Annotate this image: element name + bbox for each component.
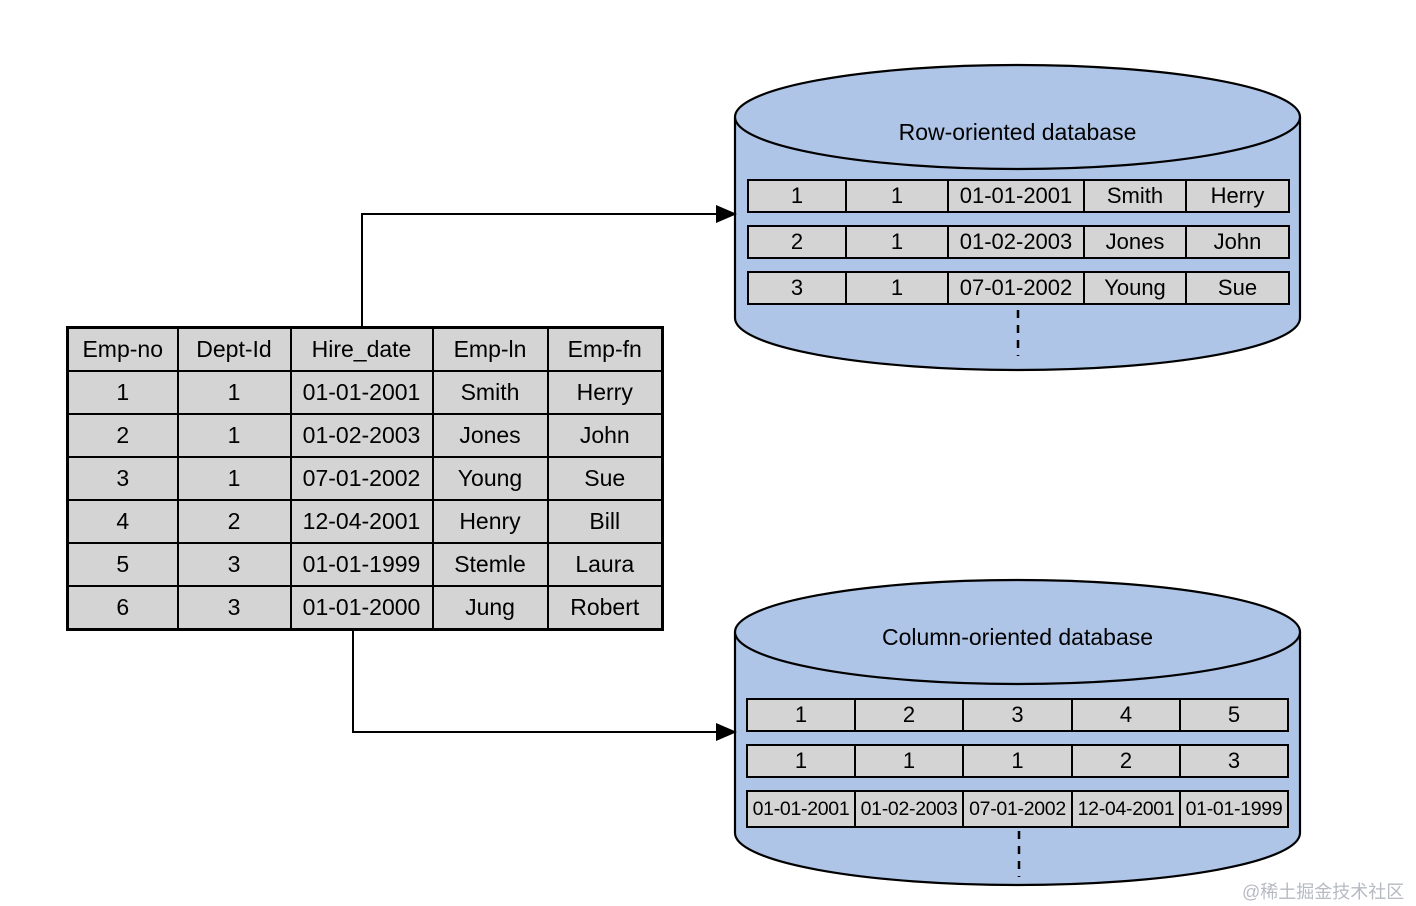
col-db-cylinder-top <box>733 578 1302 686</box>
employee-cell: 01-01-2000 <box>289 585 434 631</box>
row-db-cell: 01-02-2003 <box>947 225 1085 259</box>
employee-cell: Stemle <box>431 542 549 587</box>
employee-cell: 3 <box>176 585 292 631</box>
row-db-cell: 1 <box>845 225 949 259</box>
employee-header-cell: Emp-ln <box>431 326 549 372</box>
employee-cell: 2 <box>66 413 179 458</box>
row-db-cell: 1 <box>845 179 949 213</box>
row-db-cell: John <box>1185 225 1290 259</box>
employee-cell: 1 <box>176 456 292 501</box>
row-db-cell: Smith <box>1083 179 1187 213</box>
employee-cell: Laura <box>546 542 664 587</box>
row-db-cell: 01-01-2001 <box>947 179 1085 213</box>
employee-cell: Henry <box>431 499 549 544</box>
col-db-cell: 1 <box>746 744 856 778</box>
employee-cell: Bill <box>546 499 664 544</box>
col-db-cell: 07-01-2002 <box>962 790 1073 828</box>
col-db-cell: 2 <box>1071 744 1181 778</box>
employee-cell: 12-04-2001 <box>289 499 434 544</box>
watermark: @稀土掘金技术社区 <box>1242 882 1405 902</box>
employee-cell: Sue <box>546 456 664 501</box>
employee-cell: 2 <box>176 499 292 544</box>
employee-header-cell: Emp-fn <box>546 326 664 372</box>
arrow-to-row-db <box>361 213 719 327</box>
row-db-cell: Sue <box>1185 271 1290 305</box>
col-db-cell: 2 <box>854 698 964 732</box>
col-db-title: Column-oriented database <box>881 624 1154 650</box>
employee-cell: 5 <box>66 542 179 587</box>
col-db-cell: 4 <box>1071 698 1181 732</box>
employee-cell: 01-02-2003 <box>289 413 434 458</box>
employee-cell: 3 <box>66 456 179 501</box>
employee-cell: Jones <box>431 413 549 458</box>
col-db-cell: 12-04-2001 <box>1071 790 1181 828</box>
row-db-cylinder-top <box>733 63 1302 171</box>
employee-cell: Smith <box>431 370 549 415</box>
employee-cell: 1 <box>176 413 292 458</box>
row-db-cell: Young <box>1083 271 1187 305</box>
employee-cell: 1 <box>176 370 292 415</box>
col-db-cell: 01-01-2001 <box>746 790 856 828</box>
employee-cell: 01-01-1999 <box>289 542 434 587</box>
employee-cell: 4 <box>66 499 179 544</box>
arrow-to-row-db-head-icon <box>716 205 737 223</box>
employee-header-cell: Emp-no <box>66 326 179 372</box>
employee-cell: John <box>546 413 664 458</box>
row-db-cell: 2 <box>747 225 847 259</box>
employee-cell: Young <box>431 456 549 501</box>
row-db-cell: 1 <box>845 271 949 305</box>
row-db-cell: Jones <box>1083 225 1187 259</box>
col-db-cell: 3 <box>1179 744 1289 778</box>
arrow-to-col-db-head-icon <box>716 723 737 741</box>
row-db-cell: 3 <box>747 271 847 305</box>
employee-header-cell: Hire_date <box>289 326 434 372</box>
col-db-cell: 5 <box>1179 698 1289 732</box>
col-db-cell: 3 <box>962 698 1073 732</box>
arrow-to-col-db <box>352 629 719 733</box>
row-db-cell: 1 <box>747 179 847 213</box>
employee-cell: Jung <box>431 585 549 631</box>
employee-cell: 6 <box>66 585 179 631</box>
col-db-cell: 1 <box>746 698 856 732</box>
row-db-cell: 07-01-2002 <box>947 271 1085 305</box>
col-db-cell: 1 <box>854 744 964 778</box>
employee-cell: 3 <box>176 542 292 587</box>
employee-cell: Herry <box>546 370 664 415</box>
employee-cell: 07-01-2002 <box>289 456 434 501</box>
employee-cell: 01-01-2001 <box>289 370 434 415</box>
row-db-cell: Herry <box>1185 179 1290 213</box>
col-db-cell: 1 <box>962 744 1073 778</box>
employee-cell: Robert <box>546 585 664 631</box>
employee-header-cell: Dept-Id <box>176 326 292 372</box>
employee-cell: 1 <box>66 370 179 415</box>
row-db-title: Row-oriented database <box>898 119 1137 145</box>
col-db-cell: 01-02-2003 <box>854 790 964 828</box>
col-db-cell: 01-01-1999 <box>1179 790 1289 828</box>
